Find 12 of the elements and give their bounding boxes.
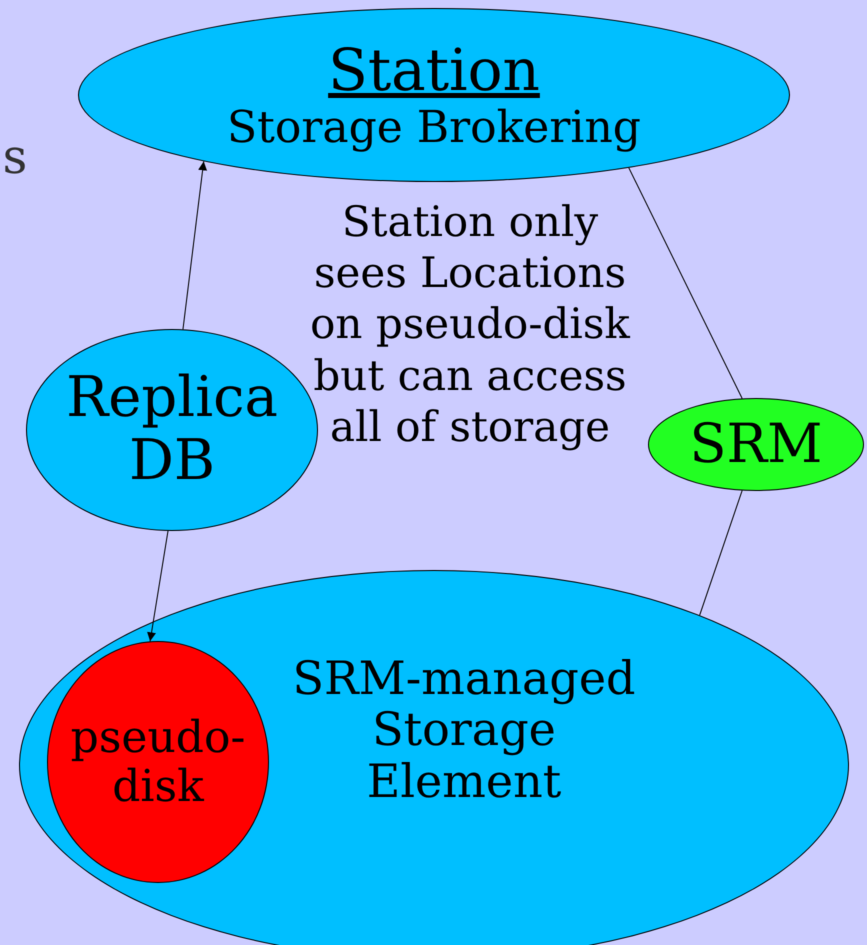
note-text: Station only sees Locations on pseudo-disk but can access all of storage [309,196,632,452]
arrow [182,160,208,330]
node-label: SRM [690,414,822,475]
node-label: SRM-managed Storage Element [291,652,636,808]
node-label: Storage Brokering [227,102,641,152]
connector-line [628,167,743,399]
node-title: Station [328,38,540,103]
node-label: Replica DB [65,367,279,493]
arrow [147,530,168,642]
text-fragment: s [2,128,28,187]
node-label: pseudo-disk [70,712,246,812]
connector-line [699,490,743,616]
